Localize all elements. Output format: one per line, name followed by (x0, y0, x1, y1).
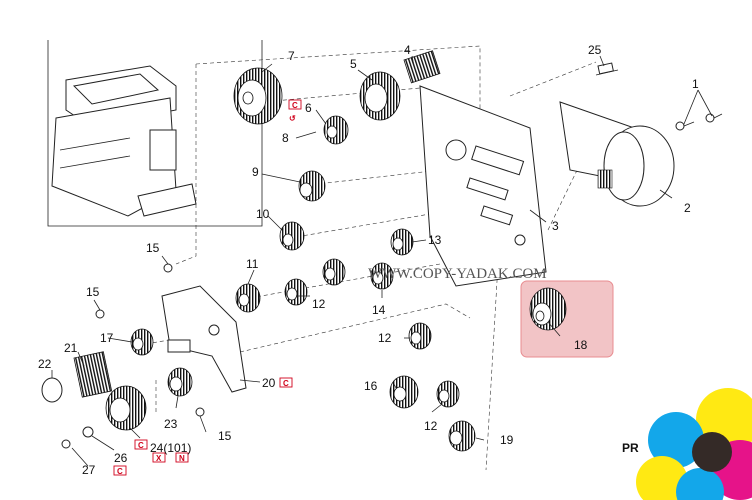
callout-15-a: 15 (146, 241, 160, 255)
highlight-part-18 (520, 280, 614, 358)
service-marks: C ↺ C C X N C (113, 99, 302, 476)
callout-22: 22 (38, 357, 52, 371)
callout-15-b: 15 (86, 285, 100, 299)
front-bracket (161, 285, 247, 393)
callout-9: 9 (252, 165, 259, 179)
corner-text: PR (622, 441, 639, 455)
callout-18: 18 (574, 338, 588, 352)
callout-24: 24(101) (150, 441, 191, 455)
callout-14: 14 (372, 303, 386, 317)
callout-16: 16 (364, 379, 378, 393)
mark-n-24 (175, 452, 189, 463)
callout-25: 25 (588, 43, 602, 57)
callout-20: 20 (262, 376, 276, 390)
callout-5: 5 (350, 57, 357, 71)
callout-26: 26 (114, 451, 128, 465)
watermark-text: WWW.COPY-YADAK.COM (368, 266, 547, 282)
mark-c-6-text: C (292, 101, 298, 110)
callout-13: 13 (428, 233, 442, 247)
callout-19: 19 (500, 433, 514, 447)
callout-15-c: 15 (218, 429, 232, 443)
callout-12-b: 12 (378, 331, 392, 345)
rear-frame-plate (419, 85, 547, 287)
callout-labels: 1 2 3 4 5 6 7 8 9 10 11 12 12 12 13 14 1… (38, 43, 699, 477)
callout-3: 3 (552, 219, 559, 233)
callout-27: 27 (82, 463, 96, 477)
callout-2: 2 (684, 201, 691, 215)
mark-x-24 (152, 452, 166, 463)
mark-c-26-text: C (117, 467, 123, 476)
callout-10: 10 (256, 207, 270, 221)
callout-17: 17 (100, 331, 114, 345)
callout-11: 11 (246, 257, 259, 271)
callout-12-c: 12 (424, 419, 438, 433)
mark-c-6 (288, 99, 302, 110)
mark-c-24-text: C (138, 441, 144, 450)
leader-lines (51, 55, 713, 467)
mark-rotate-6: ↺ (289, 114, 296, 123)
mark-c-20-text: C (283, 379, 289, 388)
callout-1: 1 (692, 77, 699, 91)
callout-4: 4 (404, 43, 411, 57)
callout-12-a: 12 (312, 297, 326, 311)
callout-6: 6 (305, 101, 312, 115)
mark-c-20 (279, 377, 293, 388)
gears (41, 50, 476, 452)
mark-x-24-text: X (156, 454, 162, 463)
mark-n-24-text: N (179, 454, 185, 463)
motor-assembly (559, 62, 675, 207)
callout-7: 7 (288, 49, 295, 63)
copier-inset (47, 40, 263, 227)
callout-8: 8 (282, 131, 289, 145)
mark-c-26 (113, 465, 127, 476)
callout-23: 23 (164, 417, 178, 431)
callout-21: 21 (64, 341, 78, 355)
cmyk-logo (636, 388, 752, 500)
mark-c-24 (134, 439, 148, 450)
